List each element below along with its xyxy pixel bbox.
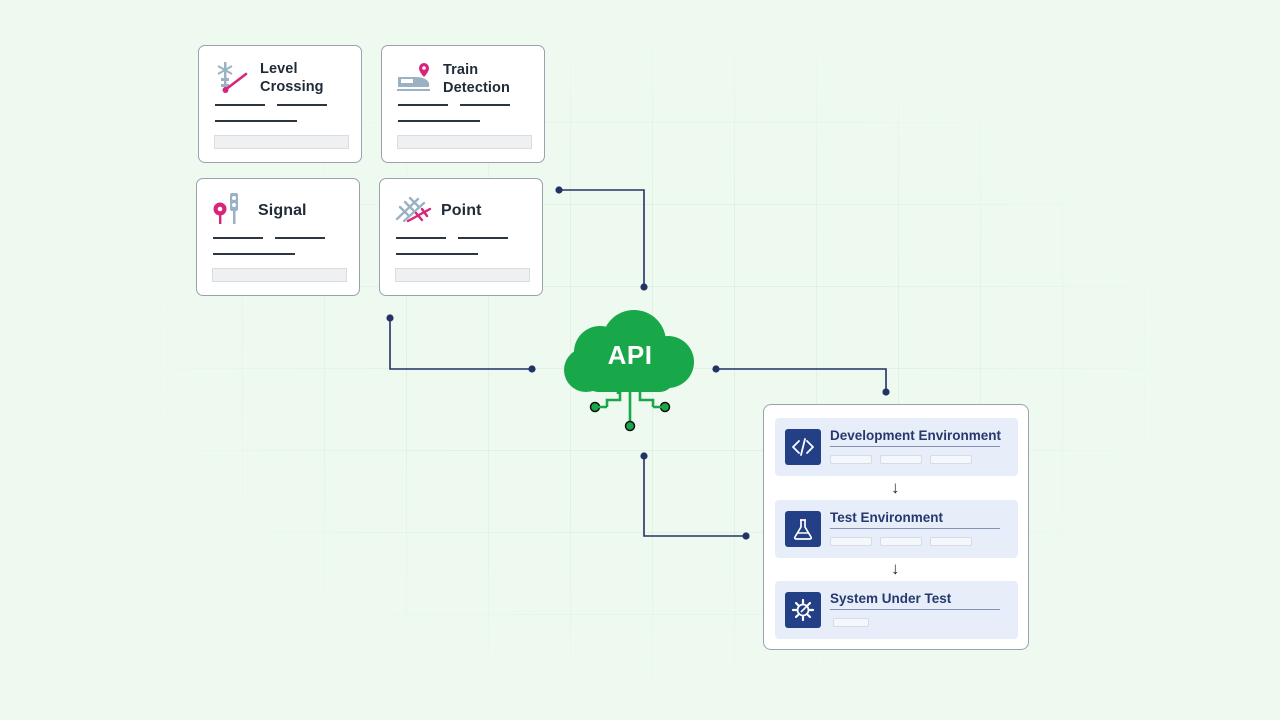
signal-icon bbox=[213, 193, 238, 224]
down-arrow-icon: ↓ bbox=[891, 559, 900, 578]
placeholder-line bbox=[398, 104, 448, 106]
placeholder-pill bbox=[830, 537, 872, 546]
placeholder-line bbox=[460, 104, 510, 106]
env-system-under-test: System Under Test bbox=[775, 581, 1018, 639]
card-level-crossing: Level Crossing bbox=[198, 45, 362, 163]
connector-dot bbox=[386, 314, 394, 322]
placeholder-line bbox=[458, 237, 508, 239]
placeholder-pill bbox=[880, 537, 922, 546]
env-underline bbox=[830, 528, 1000, 529]
placeholder-pill bbox=[930, 537, 972, 546]
api-cloud-icon bbox=[564, 310, 694, 432]
connector-api-to-test-env bbox=[643, 456, 746, 537]
placeholder-pill bbox=[930, 455, 972, 464]
card-title: Point bbox=[441, 202, 482, 219]
env-test: Test Environment bbox=[775, 500, 1018, 558]
code-icon bbox=[785, 429, 821, 465]
card-title: Train Detection bbox=[443, 62, 510, 96]
placeholder-line bbox=[398, 120, 480, 122]
connector-api-to-env-panel bbox=[716, 368, 887, 392]
placeholder-line bbox=[396, 237, 446, 239]
placeholder-line bbox=[215, 120, 297, 122]
card-train-detection: Train Detection bbox=[381, 45, 545, 163]
connector-dot bbox=[528, 365, 536, 373]
connector-dot bbox=[712, 365, 720, 373]
env-label: Development Environment bbox=[830, 428, 1002, 443]
connector-dot bbox=[882, 388, 890, 396]
placeholder-line bbox=[213, 237, 263, 239]
flask-icon bbox=[785, 511, 821, 547]
placeholder-bar bbox=[214, 135, 349, 149]
placeholder-line bbox=[277, 104, 327, 106]
placeholder-bar bbox=[395, 268, 530, 282]
placeholder-pill bbox=[880, 455, 922, 464]
env-label: Test Environment bbox=[830, 510, 944, 525]
card-title: Signal bbox=[258, 202, 307, 219]
placeholder-line bbox=[215, 104, 265, 106]
down-arrow-icon: ↓ bbox=[891, 478, 900, 497]
connector-dot bbox=[742, 532, 750, 540]
gear-icon bbox=[785, 592, 821, 628]
card-title: Level Crossing bbox=[260, 61, 324, 95]
placeholder-pill bbox=[830, 455, 872, 464]
placeholder-line bbox=[396, 253, 478, 255]
env-label: System Under Test bbox=[830, 591, 952, 606]
placeholder-line bbox=[213, 253, 295, 255]
train-detection-icon bbox=[397, 63, 430, 91]
placeholder-pill bbox=[833, 618, 869, 627]
connector-signal-to-api bbox=[389, 318, 532, 370]
connector-dot bbox=[640, 283, 648, 291]
env-underline bbox=[830, 446, 1000, 447]
placeholder-line bbox=[275, 237, 325, 239]
env-development: Development Environment bbox=[775, 418, 1018, 476]
env-underline bbox=[830, 609, 1000, 610]
connector-dot bbox=[640, 452, 648, 460]
point-switch-icon bbox=[395, 196, 432, 223]
api-label: API bbox=[607, 340, 653, 370]
card-point: Point bbox=[379, 178, 543, 296]
placeholder-bar bbox=[397, 135, 532, 149]
connector-point-to-api bbox=[559, 189, 645, 287]
placeholder-bar bbox=[212, 268, 347, 282]
card-signal: Signal bbox=[196, 178, 360, 296]
level-crossing-icon bbox=[217, 62, 248, 93]
environment-panel: Development Environment ↓ Test Environme… bbox=[763, 404, 1029, 650]
connector-dot bbox=[555, 186, 563, 194]
